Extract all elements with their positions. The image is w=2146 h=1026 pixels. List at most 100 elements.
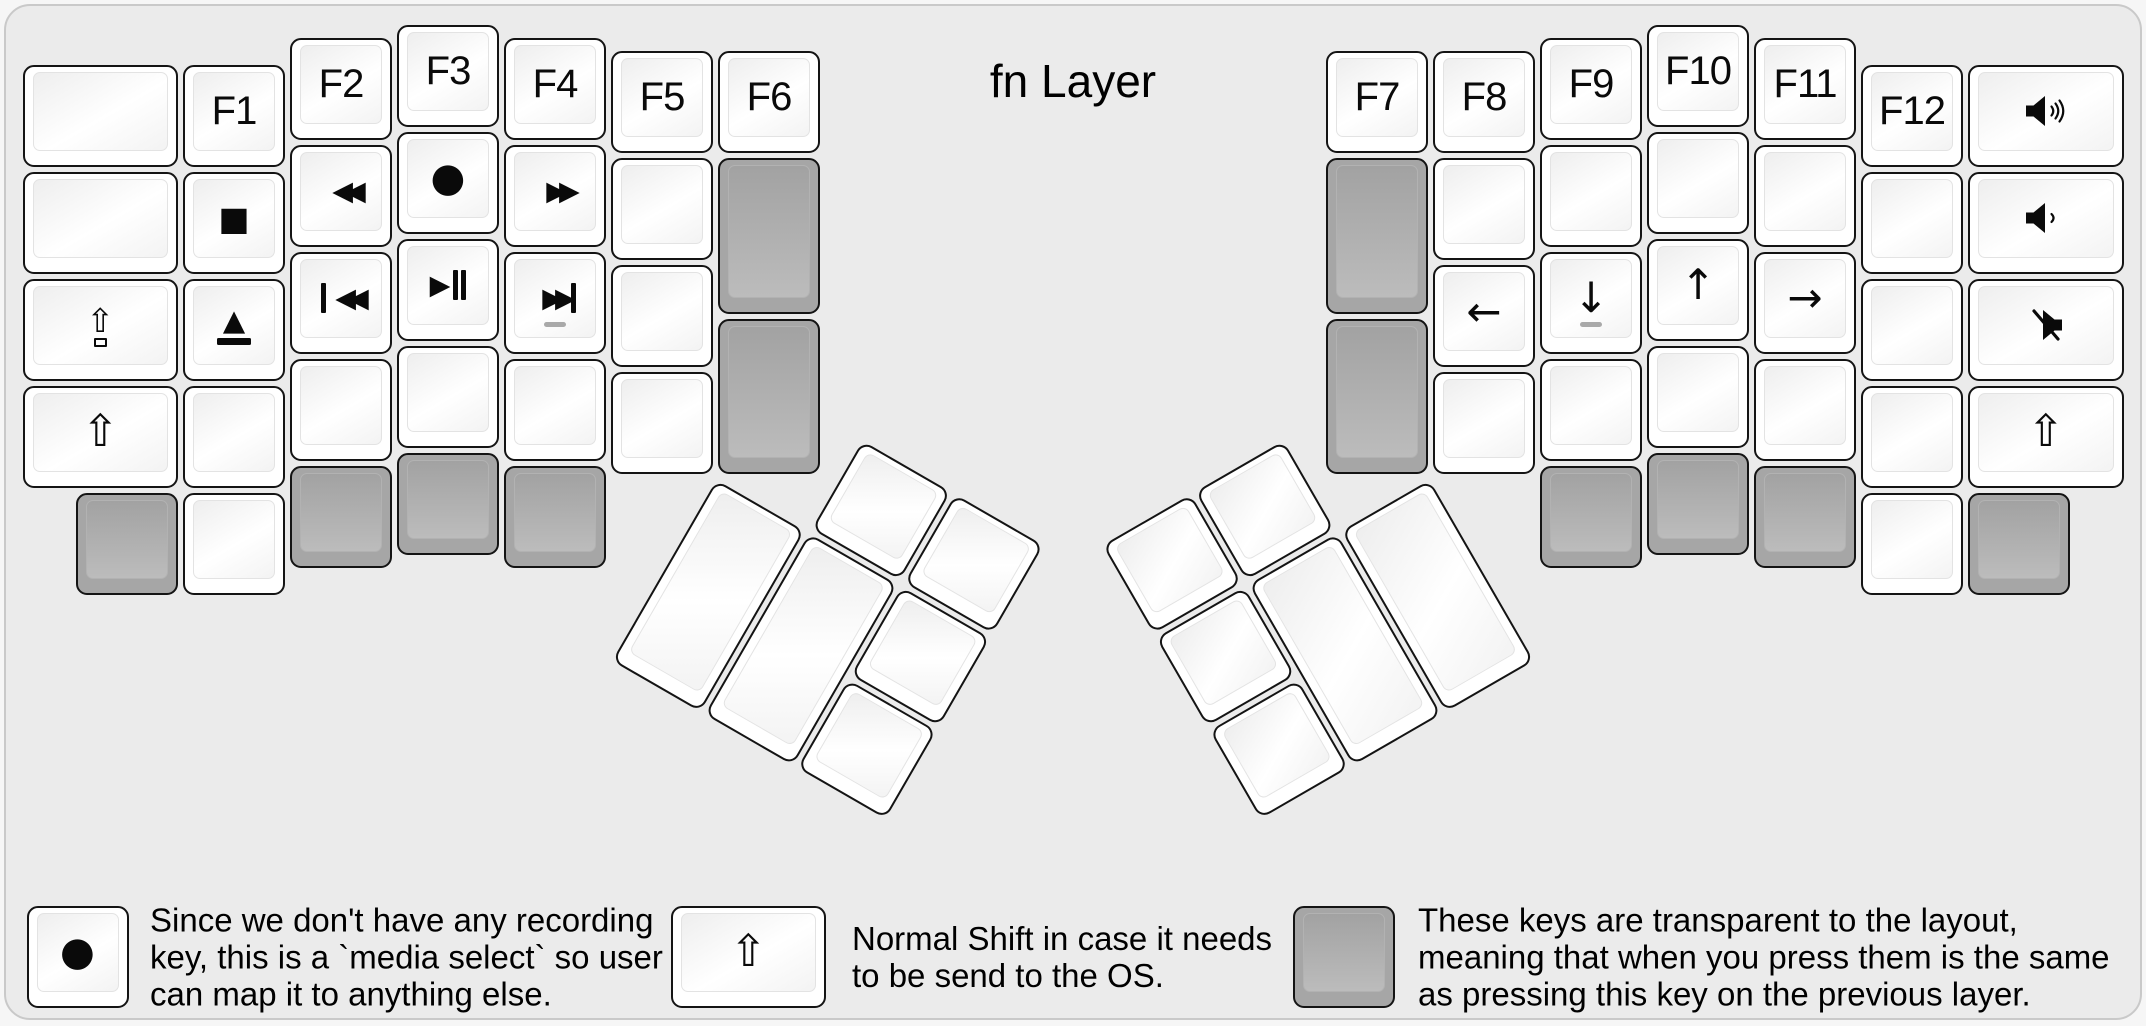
caps-arrow: ⇧	[86, 300, 115, 340]
keycap	[621, 165, 703, 245]
key-arrow-down: ↓	[1540, 251, 1642, 354]
keycap: ⇧	[32, 392, 168, 472]
key-blank	[1861, 171, 1963, 274]
key-transparent	[1326, 318, 1428, 475]
key-f4: F4	[504, 37, 606, 140]
keycap	[32, 71, 168, 151]
key-record: ●	[397, 131, 499, 234]
key-label: F2	[318, 61, 365, 106]
keycap	[1657, 459, 1739, 539]
keycap	[621, 272, 703, 352]
keycap: F7	[1336, 58, 1418, 138]
keycap	[1871, 285, 1953, 365]
key-f7: F7	[1326, 51, 1428, 154]
prev-bar	[321, 283, 327, 314]
keycap: F9	[1550, 44, 1632, 124]
keycap: ◀◀	[300, 151, 382, 231]
key-blank	[1647, 131, 1749, 234]
legend-text-line: key, this is a `media select` so user	[150, 938, 663, 976]
keycap: F11	[1764, 44, 1846, 124]
keycap	[1336, 325, 1418, 459]
volume-up-icon	[2025, 96, 2065, 127]
keycap	[1302, 912, 1385, 992]
keycap	[1443, 379, 1525, 459]
key-transparent	[504, 465, 606, 568]
key-arrow-up: ↑	[1647, 238, 1749, 341]
next-triangles: ▶▶	[542, 282, 575, 314]
key-transparent	[397, 452, 499, 555]
keycap: ⇧	[680, 912, 816, 992]
keycap	[1978, 71, 2114, 151]
keycap: ◀◀	[300, 258, 382, 338]
keycap	[728, 325, 810, 459]
legend-text-line: Normal Shift in case it needs	[852, 920, 1273, 957]
record-icon: ●	[60, 929, 95, 975]
key-transparent	[76, 492, 178, 595]
key-blank	[611, 372, 713, 475]
key-blank	[611, 265, 713, 368]
legend-text: These keys are transparent to the layout…	[1418, 902, 2110, 1013]
legend-text-line: to be send to the OS.	[852, 957, 1164, 994]
prev-triangles: ◀◀	[335, 282, 368, 314]
key-record-example: ●	[26, 905, 129, 1008]
key-f8: F8	[1433, 51, 1535, 154]
key-transparent	[290, 465, 392, 568]
caps-box	[93, 337, 107, 347]
key-blank	[1540, 358, 1642, 461]
play-pause-icon: ▶	[430, 270, 467, 300]
keycap	[1764, 151, 1846, 231]
keycap	[32, 178, 168, 258]
legend-text-line: meaning that when you press them is the …	[1418, 938, 2110, 976]
key-stop: ■	[183, 171, 285, 274]
keycap: ↓	[1550, 258, 1632, 338]
key-label: F1	[211, 88, 258, 133]
next-bar	[570, 283, 576, 314]
shift-icon: ⇧	[729, 926, 767, 977]
key-blank	[1647, 345, 1749, 448]
keycap: F6	[728, 58, 810, 138]
key-label: F5	[639, 75, 686, 120]
key-volume-up	[1968, 64, 2124, 167]
key-transparent	[1647, 452, 1749, 555]
key-volume-down	[1968, 171, 2124, 274]
key-blank	[290, 358, 392, 461]
key-rewind: ◀◀	[290, 144, 392, 247]
key-label: F4	[532, 61, 579, 106]
keycap: ▶	[407, 245, 489, 325]
keycap	[1978, 178, 2114, 258]
key-blank	[1540, 144, 1642, 247]
keycap	[1657, 138, 1739, 218]
caps-lock-icon: ⇧	[86, 304, 114, 347]
keycap	[621, 379, 703, 459]
key-transparent	[718, 158, 820, 314]
pause-bar	[461, 270, 467, 300]
key-f3: F3	[397, 24, 499, 127]
key-label: F11	[1773, 61, 1838, 106]
keycap: F8	[1443, 58, 1525, 138]
fast-forward-icon: ▶▶	[546, 175, 579, 207]
keycap: ■	[193, 178, 275, 258]
key-blank	[183, 492, 285, 595]
keycap: ▶▶	[514, 151, 596, 231]
key-label: F12	[1879, 88, 1946, 133]
keycap: ←	[1443, 272, 1525, 352]
key-arrow-right: →	[1754, 251, 1856, 354]
eject-bar	[217, 337, 251, 345]
key-blank	[1861, 278, 1963, 381]
key-blank	[1861, 492, 1963, 595]
key-label: F6	[746, 75, 793, 120]
keycap	[514, 365, 596, 445]
key-f1: F1	[183, 64, 285, 167]
key-eject: ▲	[183, 278, 285, 381]
shift-icon: ⇧	[81, 406, 119, 458]
arrow-right-icon: →	[1787, 273, 1823, 323]
page-title: fn Layer	[989, 55, 1157, 107]
eject-triangle: ▲	[222, 302, 246, 337]
key-f10: F10	[1647, 24, 1749, 127]
pause-bar	[453, 270, 459, 300]
keycap	[728, 165, 810, 298]
keycap	[300, 365, 382, 445]
keycap: ▲	[193, 285, 275, 365]
